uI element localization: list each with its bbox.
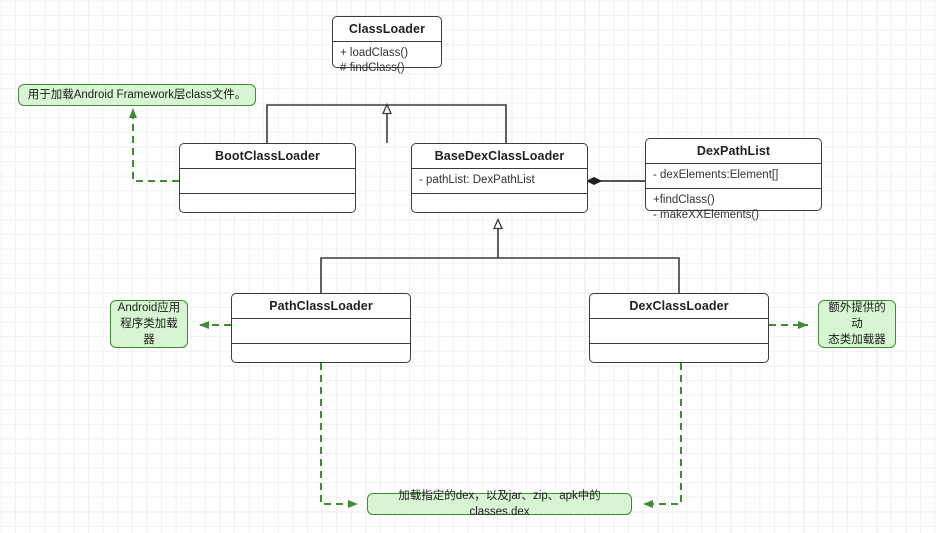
method-row: # findClass() [340, 62, 405, 74]
method-row: - makeXXElements() [653, 209, 760, 221]
class-methods-pathclassloader [232, 343, 410, 368]
class-attributes-pathclassloader [232, 318, 410, 343]
note-line: Android应用 [117, 302, 181, 314]
note-bottom-dex-loading[interactable]: 加载指定的dex，以及jar、zip、apk中的classes.dex [367, 490, 632, 518]
class-title-dexclassloader: DexClassLoader [629, 299, 729, 313]
class-methods-dexclassloader [590, 343, 768, 368]
generalization-to-basedexclassloader [320, 217, 680, 293]
class-title-pathclassloader: PathClassLoader [269, 299, 373, 313]
method-row: +findClass() [653, 194, 715, 206]
class-title-basedexclassloader: BaseDexClassLoader [434, 149, 565, 163]
note-line: 额外提供的动 [828, 302, 886, 330]
class-box-dexclassloader[interactable]: DexClassLoader [589, 293, 769, 363]
note-line: 态类加载器 [828, 334, 886, 346]
attribute-row: - dexElements:Element[] [653, 169, 779, 181]
class-box-basedexclassloader[interactable]: BaseDexClassLoader - pathList: DexPathLi… [411, 143, 588, 213]
class-box-pathclassloader[interactable]: PathClassLoader [231, 293, 411, 363]
attribute-row: - pathList: DexPathList [419, 174, 535, 186]
note-link-dexclassloader-bottom [643, 363, 682, 508]
note-bootclassloader[interactable]: 用于加载Android Framework层class文件。 [18, 84, 256, 106]
note-line: 程序类加载器 [120, 318, 178, 346]
note-line: 加载指定的dex，以及jar、zip、apk中的classes.dex [398, 490, 601, 518]
generalization-to-classloader [266, 102, 507, 143]
note-link-bootclassloader [129, 108, 179, 182]
class-attributes-bootclassloader [180, 168, 355, 193]
class-attributes-dexclassloader [590, 318, 768, 343]
class-methods-bootclassloader [180, 193, 355, 218]
class-box-classloader[interactable]: ClassLoader + loadClass() # findClass() [332, 16, 442, 74]
class-box-dexpathlist[interactable]: DexPathList - dexElements:Element[] +fin… [645, 138, 822, 221]
note-dexclassloader[interactable]: 额外提供的动 态类加载器 [818, 300, 896, 348]
class-title-dexpathlist: DexPathList [696, 144, 771, 158]
method-row: + loadClass() [340, 47, 409, 59]
class-methods-classloader: + loadClass() # findClass() [333, 41, 441, 74]
note-link-pathclassloader-bottom [320, 363, 358, 508]
class-title-bootclassloader: BootClassLoader [215, 149, 320, 163]
class-methods-dexpathlist: +findClass() - makeXXElements() [646, 188, 821, 221]
class-box-bootclassloader[interactable]: BootClassLoader [179, 143, 356, 213]
class-attributes-dexpathlist: - dexElements:Element[] [646, 163, 821, 188]
note-line: 用于加载Android Framework层class文件。 [27, 89, 247, 101]
class-attributes-basedexclassloader: - pathList: DexPathList [412, 168, 587, 193]
class-title-classloader: ClassLoader [348, 22, 426, 36]
class-methods-basedexclassloader [412, 193, 587, 218]
note-pathclassloader[interactable]: Android应用 程序类加载器 [110, 300, 188, 348]
